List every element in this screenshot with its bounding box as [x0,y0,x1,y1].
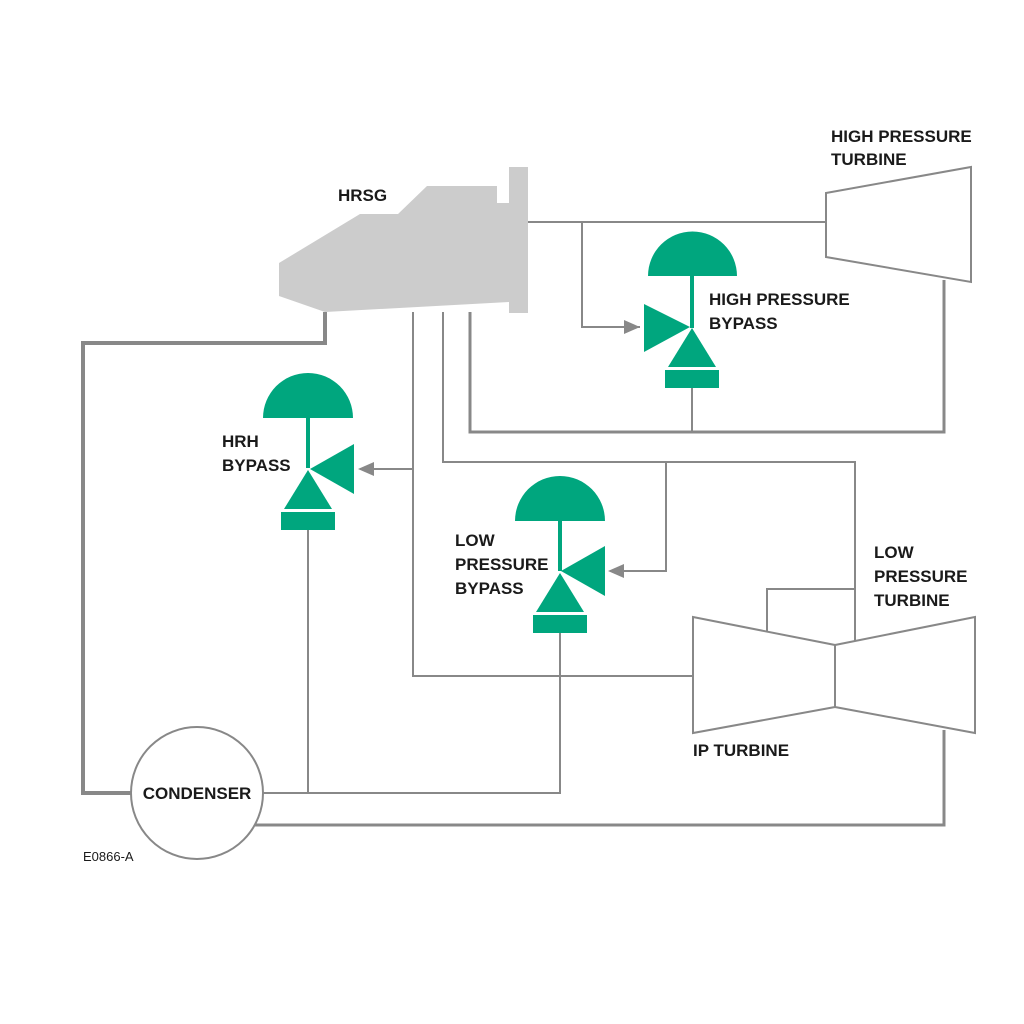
valve-actuator [648,231,737,276]
flow-arrows [358,320,640,578]
lp-turbine-label-line2: PRESSURE [874,567,968,586]
lp-bypass-label-line1: LOW [455,531,496,550]
valve-body-bottom [536,573,584,612]
valve-base [281,512,335,530]
lp-turbine [834,615,976,735]
pipe-lp-steam [442,312,856,642]
hrh-bypass-label-line2: BYPASS [222,456,291,475]
arrow-hp-bypass [624,320,640,334]
condenser [130,726,264,860]
valve-actuator [515,476,605,521]
hp-bypass-valve [644,231,737,388]
figure-code: E0866-A [83,849,134,864]
pipe-lp-bypass-outlet [263,633,561,794]
valve-body-bottom [668,328,716,367]
valve-actuator [263,373,353,418]
valve-body-right [561,546,605,596]
valve-body-right [310,444,354,494]
ip-turbine-label: IP TURBINE [693,741,789,760]
pipe-lp-crossover [766,588,855,633]
valve-base [665,370,719,388]
pipe-lp-bypass-inlet [610,462,667,572]
labels: HRSG HIGH PRESSURE TURBINE HIGH PRESSURE… [83,127,972,864]
valve-stem [558,521,562,571]
hp-turbine-label-line1: HIGH PRESSURE [831,127,972,146]
hp-turbine [825,165,972,284]
hp-bypass-label-line2: BYPASS [709,314,778,333]
valve-stem [690,276,694,328]
lp-turbine-label-line3: TURBINE [874,591,950,610]
hrh-bypass-label-line1: HRH [222,432,259,451]
pipe-hrsg-to-condenser [81,312,327,795]
pipe-cold-reheat [468,280,946,434]
valve-body-bottom [284,470,332,509]
lp-bypass-label-line3: BYPASS [455,579,524,598]
arrow-hrh-bypass [358,462,374,476]
hrsg-body [279,167,528,313]
valve-base [533,615,587,633]
hrh-bypass-valve [263,373,354,530]
arrow-lp-bypass [608,564,624,578]
lp-turbine-label-line1: LOW [874,543,915,562]
condenser-label: CONDENSER [143,784,252,803]
hp-bypass-label-line1: HIGH PRESSURE [709,290,850,309]
pipe-hot-reheat [412,312,693,677]
lp-bypass-label-line2: PRESSURE [455,555,549,574]
hrsg-label: HRSG [338,186,387,205]
valve-body-left [644,304,690,352]
pipe-lp-exhaust [255,730,946,827]
hp-turbine-label-line2: TURBINE [831,150,907,169]
piping [81,221,946,827]
turbines [692,165,976,735]
pipe-hp-bypass-inlet [581,222,640,328]
valve-stem [306,418,310,468]
lp-bypass-valve [515,476,605,633]
hrsg [279,167,528,313]
ip-turbine [692,615,836,735]
